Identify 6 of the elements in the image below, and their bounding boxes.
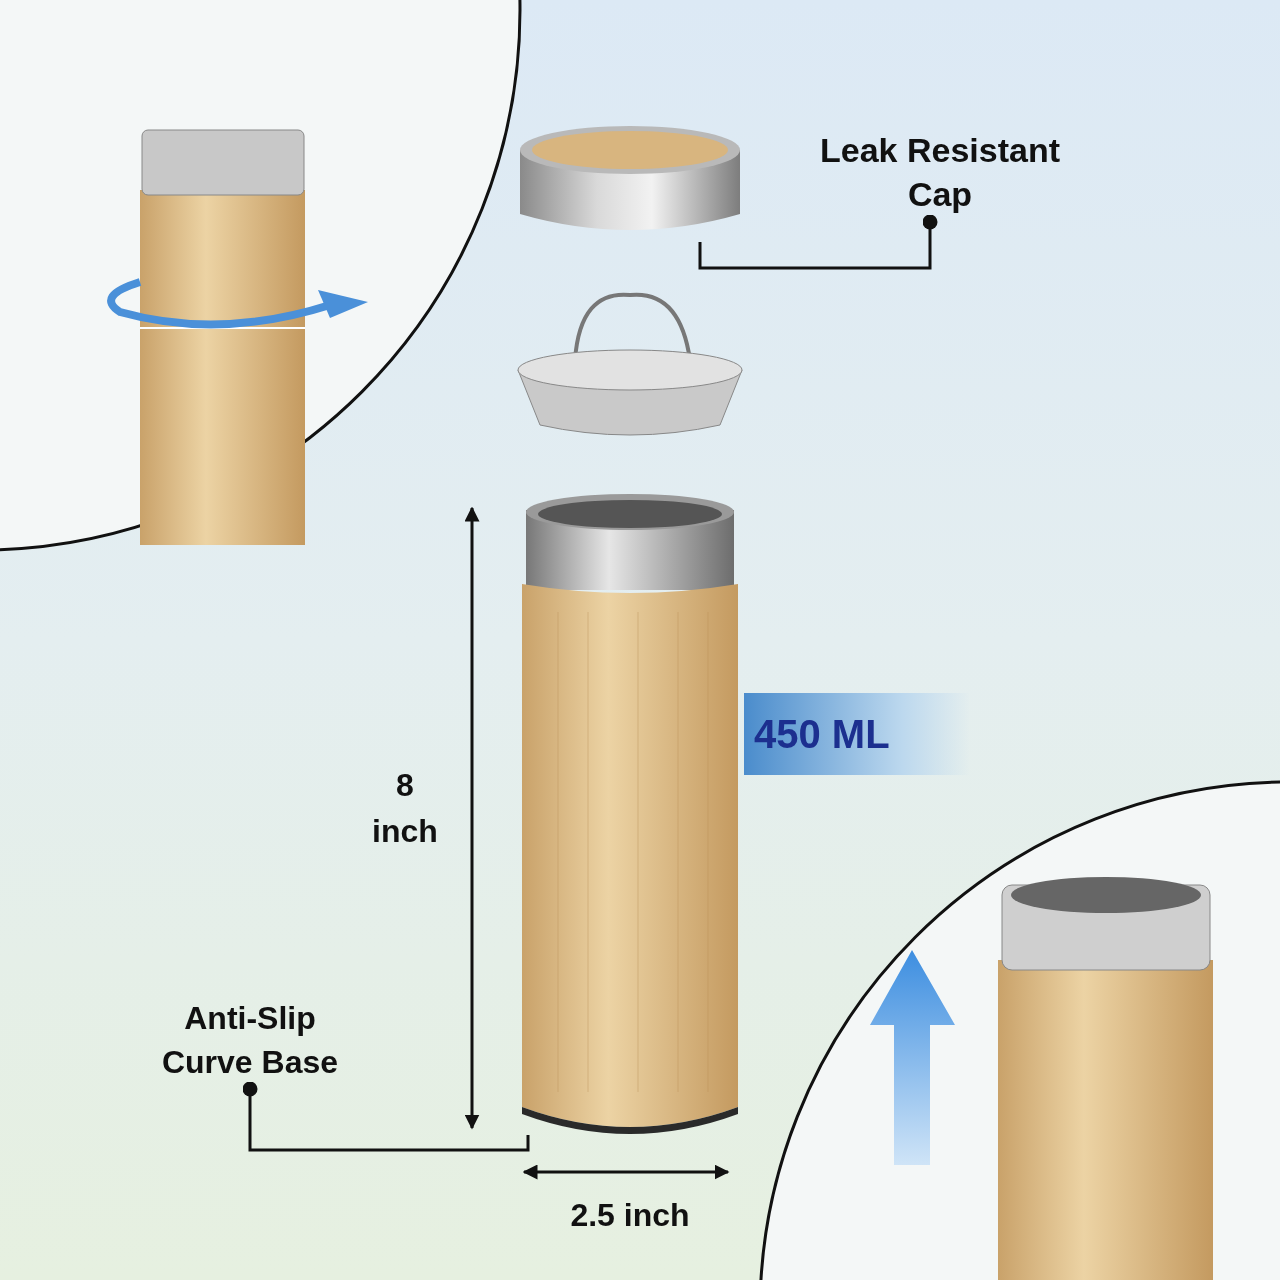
leader-line: [242, 1081, 530, 1152]
callout-text: Anti-Slip Curve Base: [145, 995, 355, 1085]
callout-text: Leak Resistant Cap: [800, 126, 1080, 218]
leader-line: [698, 214, 938, 270]
dimension-label: 8 inch: [371, 766, 439, 851]
dimension-label: 2.5 inch: [569, 1196, 691, 1235]
